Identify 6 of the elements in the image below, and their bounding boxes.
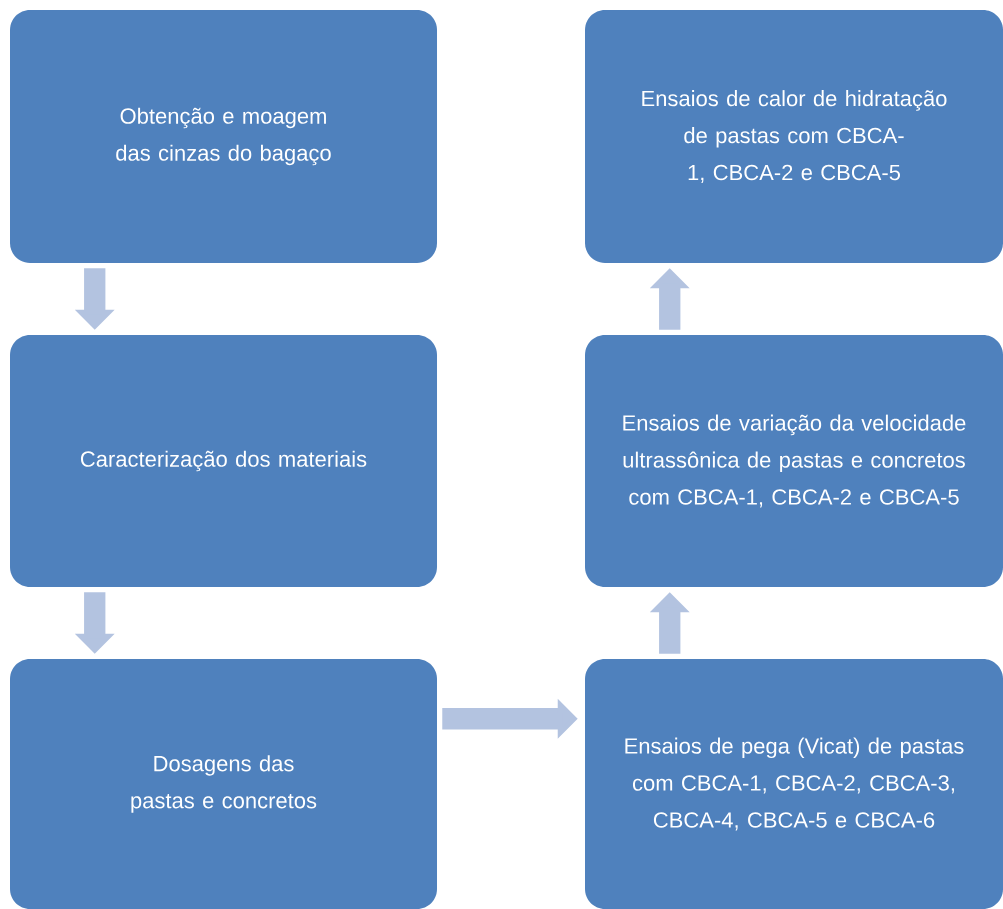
process-box: Ensaios de pega (Vicat) de pastas com CBCA-1, CBCA-2, CBCA-3, CBCA-4, CBCA-5 e CBCA-6 (585, 659, 1003, 909)
process-box: Caracterização dos materiais (10, 335, 437, 587)
process-box: Ensaios de variação da velocidade ultrassônica de pastas e concretos com CBCA-1, CBCA-2 e CBCA-5 (585, 335, 1003, 587)
process-box: Dosagens das pastas e concretos (10, 659, 437, 909)
process-box: Ensaios de calor de hidratação de pastas com CBCA-1, CBCA-2 e CBCA-5 (585, 10, 1003, 263)
process-box: Obtenção e moagem das cinzas do bagaço (10, 10, 437, 263)
